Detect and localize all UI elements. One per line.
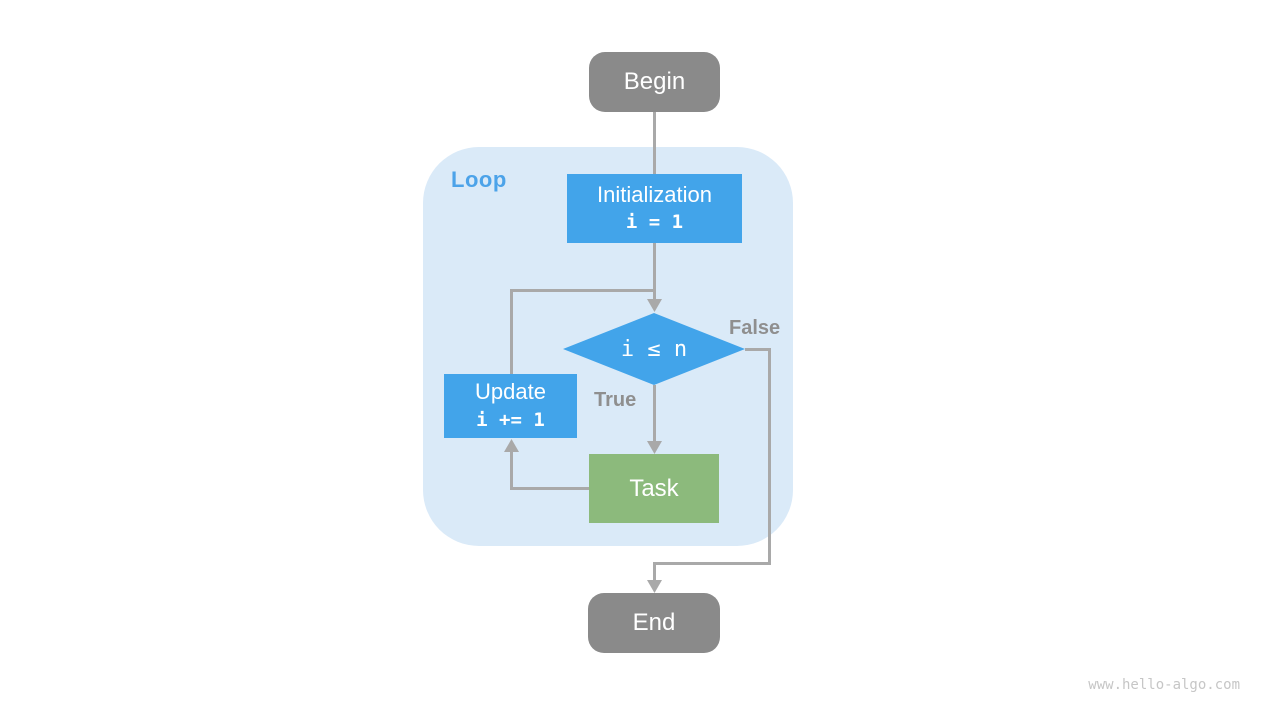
arrowhead-into-end xyxy=(647,580,662,593)
edge-task-to-update xyxy=(510,448,589,490)
end-label: End xyxy=(632,609,676,636)
update-code: i += 1 xyxy=(476,408,545,431)
begin-label: Begin xyxy=(623,68,686,95)
arrowhead-into-condition xyxy=(647,299,662,312)
arrowhead-into-update xyxy=(504,439,519,452)
node-begin: Begin xyxy=(589,52,720,112)
edge-condition-to-end xyxy=(653,348,771,585)
arrowhead-into-task xyxy=(647,441,662,454)
node-initialization: Initialization i = 1 xyxy=(567,174,742,243)
loop-label: Loop xyxy=(451,167,507,192)
watermark-text: www.hello-algo.com xyxy=(1088,677,1240,693)
edge-label-true: True xyxy=(594,389,637,411)
task-label: Task xyxy=(629,474,679,502)
initialization-code: i = 1 xyxy=(625,211,684,234)
initialization-label: Initialization xyxy=(597,181,712,207)
update-label: Update xyxy=(475,379,546,405)
edge-label-false: False xyxy=(729,317,781,339)
node-update: Update i += 1 xyxy=(444,374,577,438)
node-task: Task xyxy=(589,454,719,523)
edge-update-to-condition xyxy=(510,289,655,375)
node-end: End xyxy=(588,593,720,653)
condition-label: i ≤ n xyxy=(620,336,688,362)
